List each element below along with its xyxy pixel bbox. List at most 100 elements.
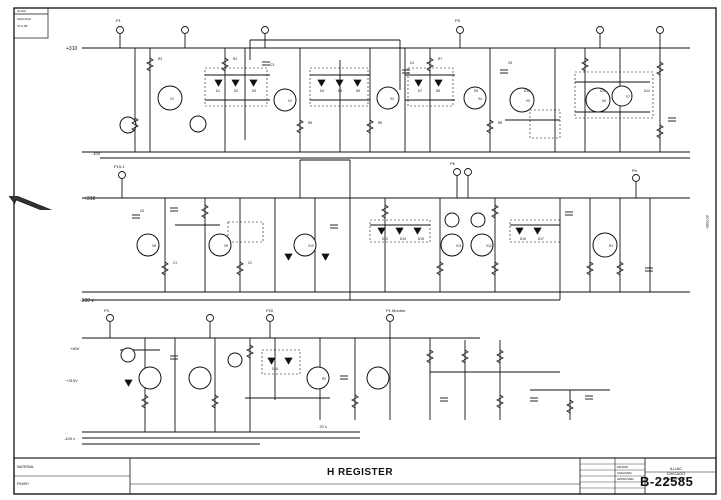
section-labels: P1 P15-1 P3 P5 P6 Ph P20 P1 Monitor [104, 18, 637, 313]
stage-mid-label: P15-1 [114, 164, 125, 169]
component-label: D11 [600, 89, 606, 93]
component-label: V10 [308, 244, 314, 248]
stage-top-label: P1 [116, 18, 122, 23]
bottom-capacitors [170, 355, 593, 402]
top-resistors [131, 57, 664, 139]
revision-line-2: CHICAGO [17, 17, 32, 21]
drawing-number: B-22585 [640, 474, 694, 489]
component-label: R8 [498, 121, 502, 125]
component-label: V5 [526, 99, 530, 103]
middle-tubes [136, 212, 618, 258]
title-block-labels: MATERIAL FINISH DRAWN CHECKED APPROVED [17, 465, 635, 486]
organization-block: ILLIAC CHICAGO UNIVERSITY [648, 466, 704, 481]
component-label: C6 [140, 209, 144, 213]
mid-minus-label: -100 v [80, 298, 94, 304]
top-tubes [119, 85, 633, 134]
stamp-marking: 207050 [705, 215, 710, 229]
top-diode-groups [204, 67, 654, 139]
supply-labels: +310 -100 +310 -100 v -100 v -70 v +40V … [64, 46, 327, 441]
top-plus-label: +310 [66, 46, 77, 52]
middle-diode-groups [227, 219, 561, 243]
component-label: C2 [248, 261, 252, 265]
component-label: V1 [170, 97, 174, 101]
component-label: C4 [410, 61, 414, 65]
middle-row-wiring [82, 159, 690, 301]
signoff-drawn: DRAWN [617, 465, 628, 469]
material-label: MATERIAL [17, 465, 34, 469]
component-label: V7 [626, 95, 630, 99]
left-b2-label: +310V [66, 378, 78, 383]
component-label: V6 [602, 99, 606, 103]
middle-capacitors [132, 207, 653, 272]
top-row-wiring [82, 26, 690, 159]
left-b1-label: +40V [70, 346, 80, 351]
bottom-resistors [141, 344, 574, 414]
component-label: V9 [224, 244, 228, 248]
bottom-diode-groups [261, 349, 301, 375]
component-label: R2 [322, 377, 326, 381]
component-label: V12 [486, 244, 492, 248]
component-label: D1 [216, 89, 220, 93]
component-label: D13 [382, 237, 388, 241]
component-label: D15 [418, 237, 424, 241]
component-label: V8 [152, 244, 156, 248]
component-label: D2 [234, 89, 238, 93]
component-label: R7 [438, 57, 442, 61]
drawing-title: H REGISTER [326, 467, 394, 478]
component-label: D3 [252, 89, 256, 93]
revision-box [13, 7, 49, 39]
pin-e-label: P1 Monitor [386, 308, 406, 313]
component-label: D14 [400, 237, 406, 241]
component-label: D5 [338, 89, 342, 93]
organization-line-1: ILLIAC [669, 466, 683, 471]
signoff-approved: APPROVED [617, 477, 635, 481]
component-label: D6 [356, 89, 360, 93]
revision-box-text: ILLIAC CHICAGO 37-2-58 [17, 9, 32, 28]
middle-resistors [161, 204, 624, 276]
component-label: V11 [456, 244, 462, 248]
component-label: D4 [320, 89, 324, 93]
component-label: R1 [609, 244, 613, 248]
pin-d-label: P20 [266, 308, 274, 313]
component-label: V3 [390, 97, 394, 101]
top-diodes [214, 79, 443, 87]
component-label: D17 [538, 237, 544, 241]
finish-label: FINISH [17, 482, 29, 486]
component-label: C1 [173, 261, 177, 265]
component-label: R5 [308, 121, 312, 125]
component-label: R6 [378, 121, 382, 125]
pin-a-label: P5 [455, 18, 461, 23]
component-label: D12 [644, 89, 650, 93]
pin-b-label: P6 [450, 161, 456, 166]
component-label: D16 [520, 237, 526, 241]
middle-diodes [284, 227, 542, 261]
signoff-checked: CHECKED [617, 471, 633, 475]
component-label: D7 [418, 89, 422, 93]
pointer-arrow-icon [7, 196, 52, 210]
pin-c-label: Ph [632, 168, 637, 173]
component-label: V4 [478, 97, 482, 101]
component-label: C5 [508, 61, 512, 65]
component-label: V2 [288, 99, 292, 103]
title-block [13, 457, 717, 495]
component-label: C3 [270, 63, 274, 67]
component-label: D8 [436, 89, 440, 93]
bot-minus-label: -100 v [64, 436, 75, 441]
component-label: R3 [158, 57, 162, 61]
top-minus-label: -100 [92, 151, 101, 156]
top-capacitors [262, 61, 676, 122]
bottom-diodes [124, 357, 293, 387]
revision-line-3: 37-2-58 [17, 24, 28, 28]
component-label: D10 [524, 89, 530, 93]
component-label: D18 [272, 367, 278, 371]
organization-line-2: CHICAGO [666, 471, 686, 476]
organization-line-3: UNIVERSITY [663, 476, 688, 481]
component-label: D9 [474, 89, 478, 93]
component-label: R4 [233, 57, 237, 61]
mid-plus-label: +310 [84, 196, 95, 202]
revision-line-1: ILLIAC [17, 9, 27, 13]
stage-bot-label: P3 [104, 308, 110, 313]
bot-minus2-label: -70 v [318, 424, 327, 429]
bottom-tubes [120, 347, 390, 390]
